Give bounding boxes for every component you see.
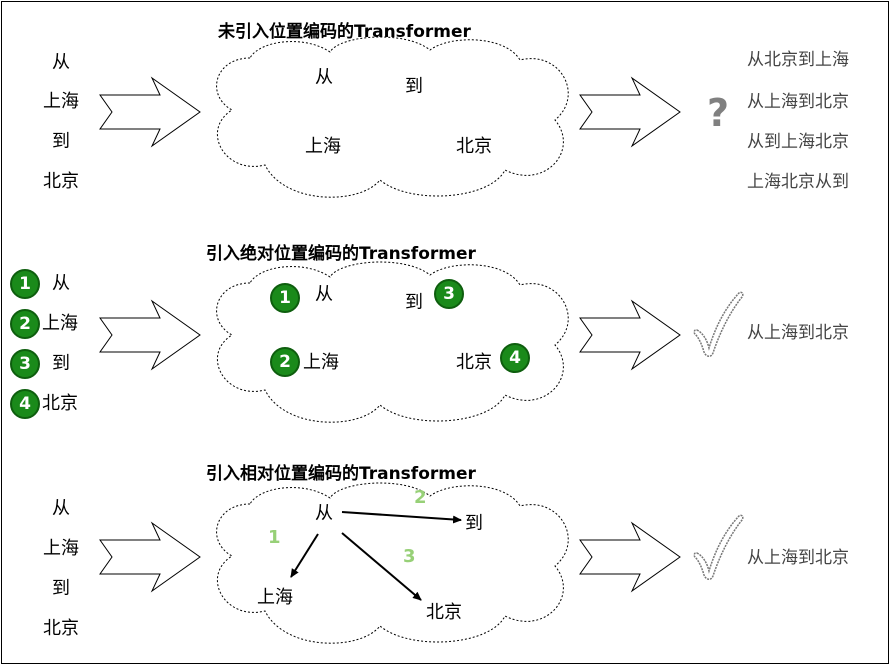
relative-distance-label: 3 — [403, 546, 416, 567]
input-token: 上海 — [43, 91, 79, 112]
position-badge: 2 — [10, 309, 40, 339]
position-badge: 2 — [270, 347, 300, 377]
cloud-absolute-encoding — [216, 261, 569, 423]
output-option: 从上海到北京 — [747, 92, 849, 112]
check-icon — [693, 514, 744, 580]
output-option: 从到上海北京 — [747, 132, 849, 152]
section1-title: 未引入位置编码的Transformer — [218, 22, 471, 42]
section3-title: 引入相对位置编码的Transformer — [206, 464, 476, 484]
cloud-token: 到 — [465, 513, 483, 534]
input-token: 上海 — [42, 313, 78, 334]
position-badge: 4 — [10, 389, 40, 419]
input-token: 从 — [52, 52, 70, 73]
position-badge: 3 — [434, 279, 464, 309]
position-badge: 1 — [270, 283, 300, 313]
section2-title: 引入绝对位置编码的Transformer — [206, 244, 476, 264]
output-arrow-2 — [579, 299, 681, 371]
cloud-token: 上海 — [305, 136, 341, 157]
cloud-relative-encoding — [216, 482, 569, 644]
question-mark-icon: ? — [707, 91, 730, 135]
cloud-token: 到 — [405, 292, 423, 313]
input-token: 北京 — [42, 393, 78, 414]
input-token: 从 — [52, 273, 70, 294]
input-token: 从 — [52, 498, 70, 519]
check-icon — [693, 291, 744, 357]
cloud-token: 到 — [405, 76, 423, 97]
relative-distance-label: 2 — [414, 487, 427, 508]
input-arrow-2 — [99, 299, 201, 371]
output-option: 上海北京从到 — [747, 172, 849, 192]
input-token: 上海 — [43, 538, 79, 559]
output-option: 从北京到上海 — [747, 50, 849, 70]
cloud-token: 从 — [315, 503, 333, 524]
input-arrow-3 — [99, 521, 201, 593]
input-token: 北京 — [43, 618, 79, 639]
relation-arrow-to-beijing — [341, 532, 422, 601]
input-token: 北京 — [43, 171, 79, 192]
position-badge: 4 — [500, 343, 530, 373]
output-result: 从上海到北京 — [747, 323, 849, 343]
input-token: 到 — [52, 578, 70, 599]
input-token: 到 — [52, 353, 70, 374]
relative-distance-label: 1 — [268, 527, 281, 548]
input-arrow-1 — [99, 76, 201, 148]
cloud-token: 从 — [315, 67, 333, 88]
output-result: 从上海到北京 — [747, 548, 849, 568]
cloud-token: 从 — [315, 284, 333, 305]
cloud-token: 上海 — [303, 352, 339, 373]
cloud-token: 上海 — [257, 587, 293, 608]
output-arrow-1 — [579, 76, 681, 148]
cloud-token: 北京 — [426, 602, 462, 623]
cloud-token: 北京 — [456, 136, 492, 157]
position-badge: 3 — [10, 349, 40, 379]
relation-arrow-to-daoo — [341, 511, 462, 524]
input-token: 到 — [52, 131, 70, 152]
position-badge: 1 — [10, 269, 40, 299]
output-arrow-3 — [579, 521, 681, 593]
cloud-no-encoding — [216, 36, 569, 198]
cloud-token: 北京 — [456, 352, 492, 373]
relation-arrow-to-shanghai — [290, 533, 319, 578]
